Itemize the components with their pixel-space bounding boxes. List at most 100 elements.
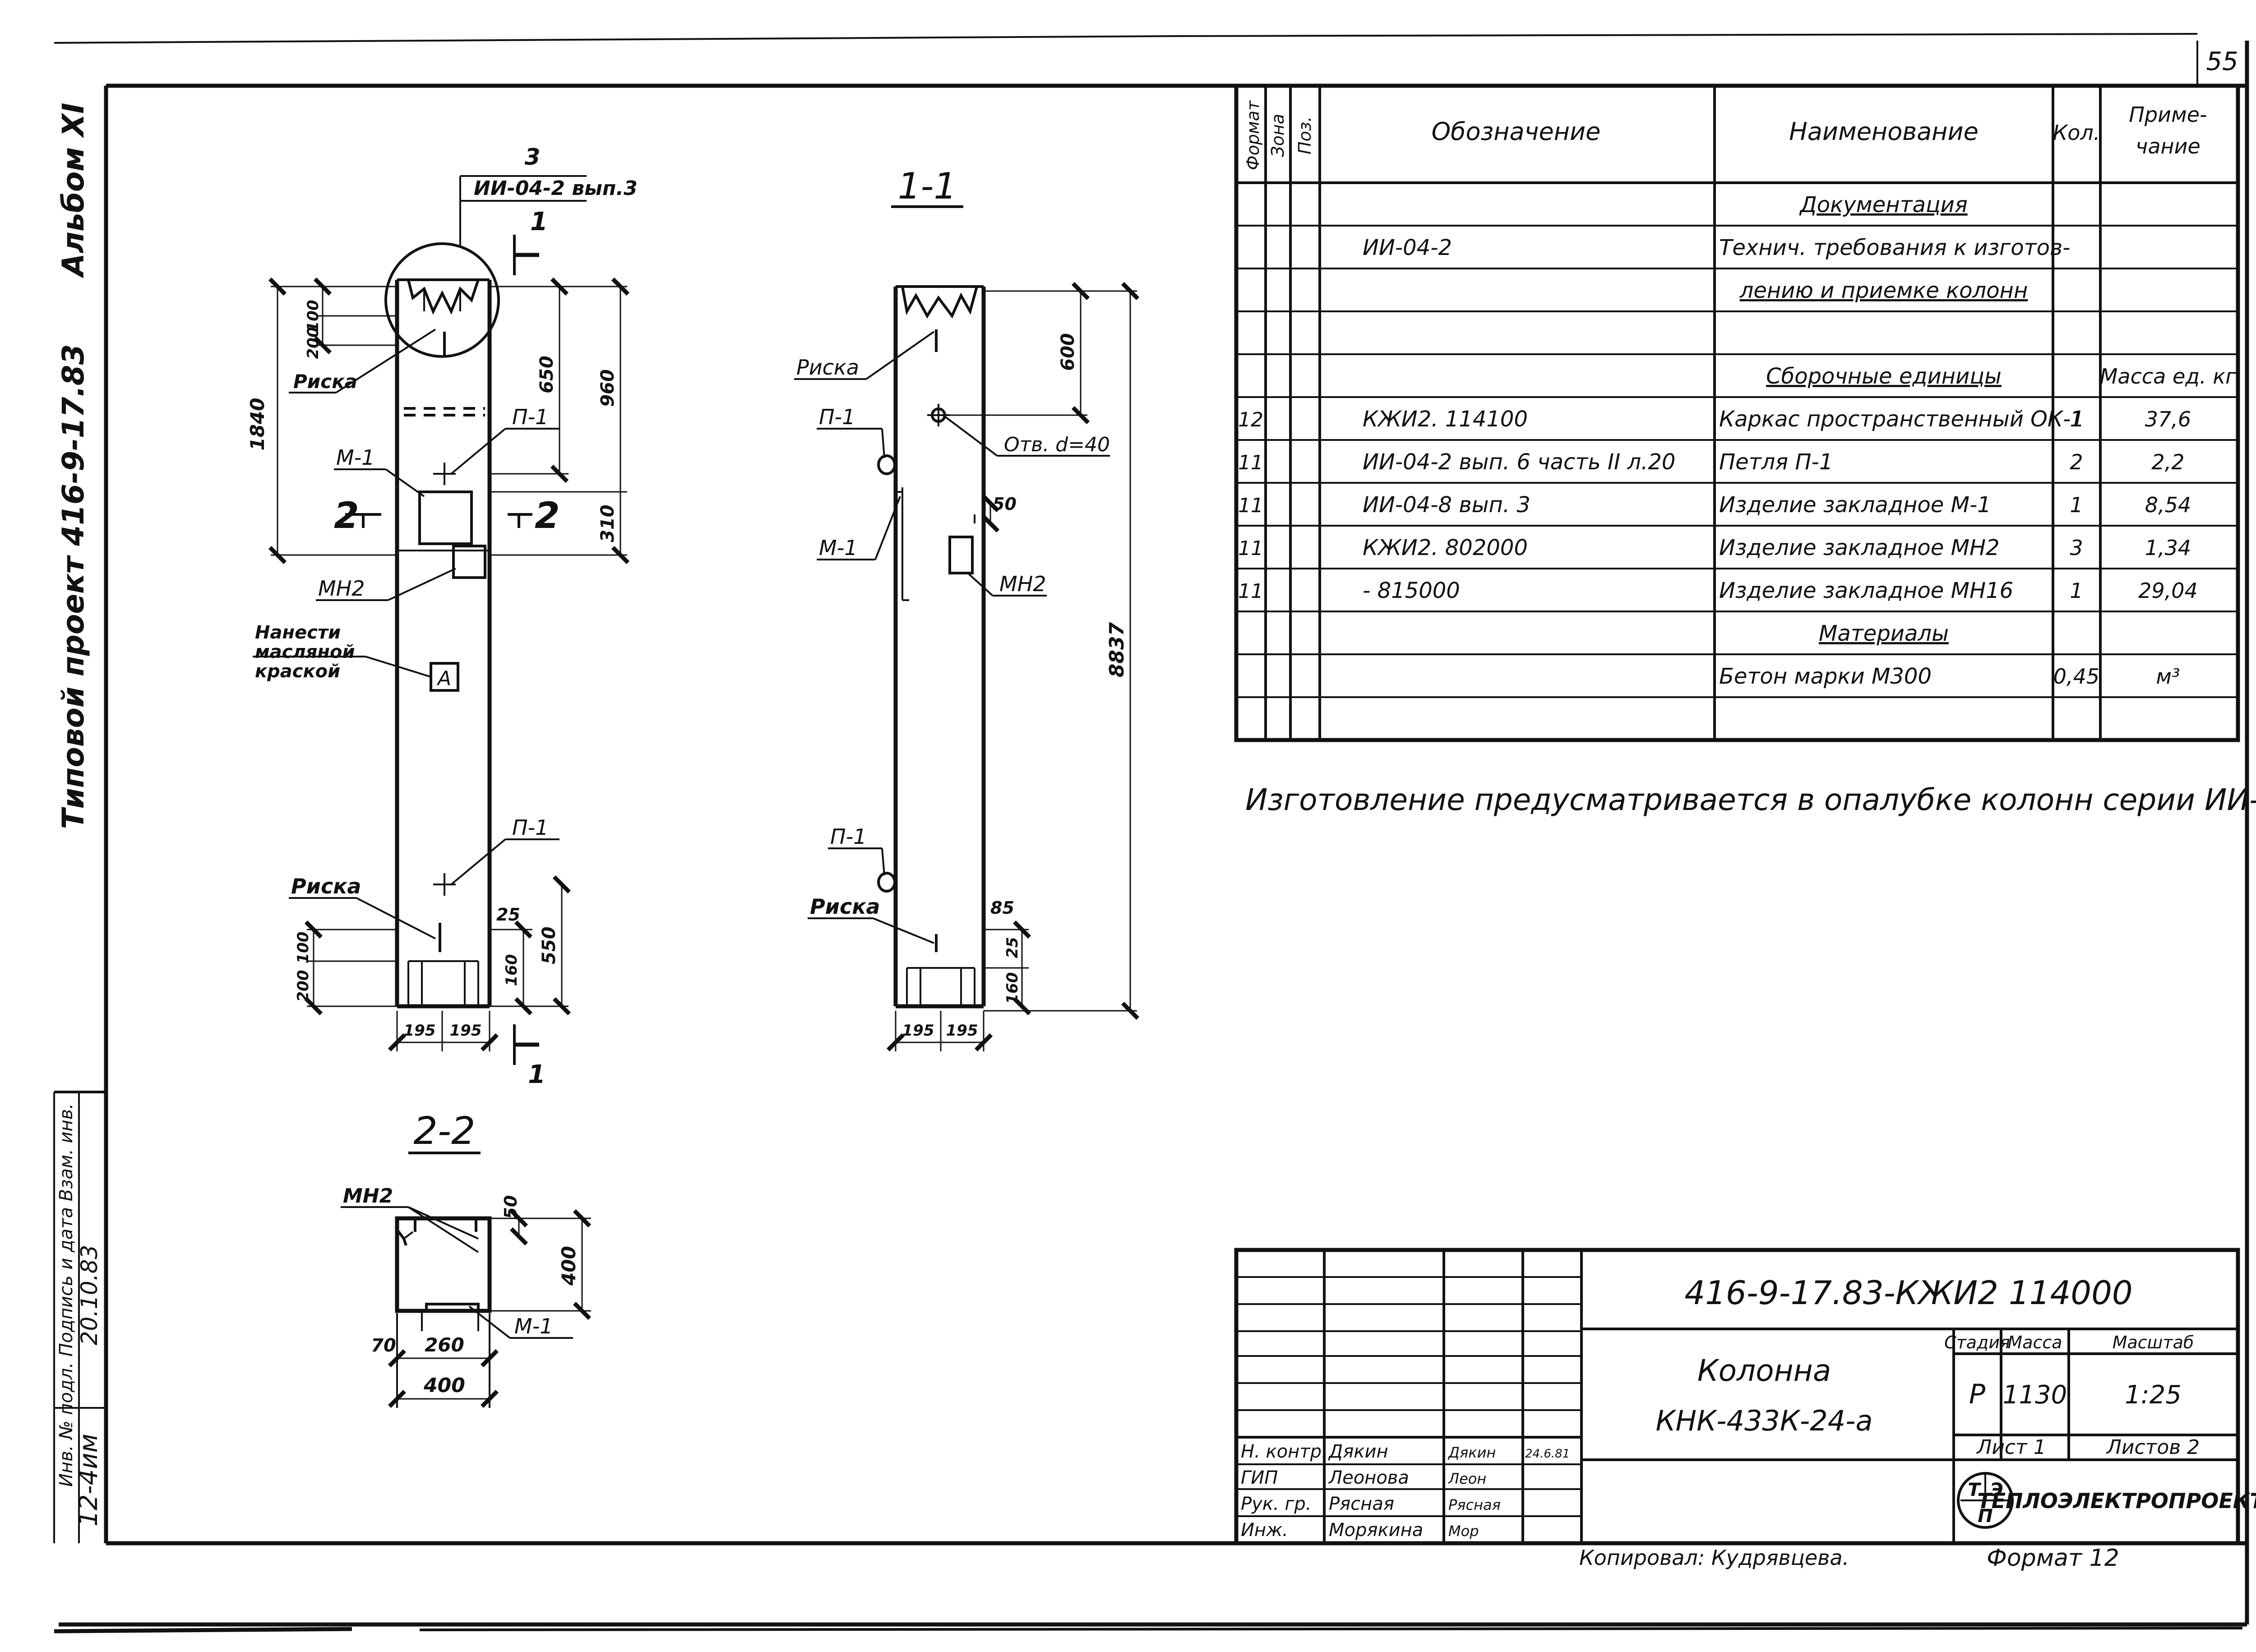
title-block-stage: Р [1969,1379,1986,1410]
sec1-dim-160: 160 [1003,972,1022,1004]
sec1-dim-50: 50 [993,494,1017,514]
title-block-scale-label: Масштаб [2113,1333,2194,1352]
role-signature: Рясная [1448,1496,1501,1513]
spec-cell-designation: КЖИ2. 114100 [1363,407,1528,432]
role-title: ГИП [1241,1467,1278,1488]
cut-mark-1-top: 1 [530,207,548,236]
elev-paint-note-3: краской [255,661,340,682]
spec-cell-designation: ИИ-04-8 вып. 3 [1363,492,1530,518]
organization-logo-icon: Т Э П [1957,1472,2014,1529]
spec-cell-qty: 1 [2070,407,2083,431]
role-date: 24.6.81 [1525,1447,1570,1461]
approval-inv-no: 12-4им [74,1434,103,1527]
elevation-leaders [253,329,559,939]
cut-mark-2-left: 2 [334,495,359,537]
album-label: Альбом XI [56,103,91,279]
elev-label-m1: М-1 [336,445,375,470]
spec-cell-note: м³ [2156,664,2180,689]
cut-mark-2-right: 2 [535,495,560,537]
spec-cell-note: 1,34 [2145,536,2191,560]
section-1-leaders [794,331,1110,944]
role-title: Рук. гр. [1241,1494,1312,1514]
sec1-label-hole: Отв. d=40 [1004,433,1110,456]
spec-cell-name: лению и приемке колонн [1739,278,2028,303]
section-1-dimension-lines [886,282,1140,1052]
section-2-title: 2-2 [413,1109,475,1153]
spec-cell-name: Материалы [1819,621,1949,646]
sec1-label-riska-bottom: Риска [810,894,880,919]
sec1-dim-85: 85 [990,898,1014,918]
spec-cell-format: 11 [1238,451,1263,474]
elev-dim-650: 650 [536,356,557,393]
elev-dim-160: 160 [503,954,521,986]
spec-cell-note: 29,04 [2138,578,2198,603]
elev-dim-200-bottom: 200 [294,970,312,1002]
elevation-dimension-lines [268,277,630,1052]
title-block-sheets: Листов 2 [2106,1436,2200,1459]
sec1-dim-195-left: 195 [902,1022,934,1040]
spec-cell-qty: 1 [2070,578,2083,603]
spec-cell-note: 8,54 [2145,493,2191,517]
elev-dim-200: 200 [304,327,322,359]
title-block-code: 416-9-17.83-КЖИ2 114000 [1684,1274,2132,1312]
mark-a-box [430,662,459,692]
elev-label-riska-bottom: Риска [291,874,361,898]
role-name: Леонова [1328,1467,1409,1488]
spec-header-note-line1: Приме- [2129,102,2207,127]
title-block-mass: 1130 [2003,1380,2067,1410]
spec-cell-name: Технич. требования к изготов- [1719,235,2071,260]
organization-logo-letter-e: Э [1990,1480,2003,1500]
organization-logo-letter-t: Т [1968,1480,1981,1500]
elev-dim-100: 100 [304,300,322,332]
spec-cell-note: 37,6 [2145,407,2191,431]
elev-dim-25: 25 [496,905,520,925]
role-name: Морякина [1329,1520,1423,1541]
spec-cell-qty: 1 [2070,493,2083,517]
spec-cell-note: 2,2 [2151,450,2184,474]
project-label: Типовой проект 416-9-17.83 [56,344,91,829]
approval-date: 20.10.83 [76,1245,102,1346]
elev-dim-550: 550 [539,926,559,964]
elev-label-mn2: МН2 [318,576,365,601]
title-block-stage-label: Стадия [1944,1333,2010,1352]
spec-cell-name: Изделие закладное МН2 [1719,535,2000,560]
spec-header-pos: Поз. [1295,116,1315,154]
spec-header-designation: Обозначение [1432,117,1601,146]
organization-logo-letter-p: П [1978,1506,1992,1527]
spec-table-grid [1234,83,2240,742]
footer-copied-by: Копировал: Кудрявцева. [1579,1546,1849,1570]
elev-paint-note-1: Нанести [255,622,341,643]
role-title: Н. контр. [1241,1441,1327,1462]
spec-cell-note: Масса ед. кг [2100,364,2237,389]
spec-cell-designation: КЖИ2. 802000 [1363,535,1528,560]
cut-mark-1-bottom: 1 [528,1060,546,1089]
spec-cell-name: Бетон марки М300 [1719,664,1932,689]
role-name: Дякин [1328,1441,1388,1462]
spec-cell-name: Сборочные единицы [1766,364,2002,389]
title-block-scale: 1:25 [2125,1380,2182,1410]
role-signature: Дякин [1447,1444,1496,1461]
role-name: Рясная [1329,1494,1394,1514]
sec2-label-m1: М-1 [514,1314,553,1338]
approval-header: Инв. № подл. Подпись и дата Взам. инв. [56,1103,77,1487]
spec-cell-name: Каркас пространственный ОК-1 [1719,407,2085,432]
sec1-dim-195-right: 195 [946,1022,978,1040]
spec-header-qty: Кол. [2053,120,2100,145]
sec1-dim-600: 600 [1058,333,1078,371]
column-section-1 [877,285,986,1009]
bottom-edge-strokes [54,1627,2243,1633]
sec1-label-m1: М-1 [819,536,858,560]
spec-cell-qty: 3 [2070,536,2083,560]
spec-header-note-line2: чание [2136,134,2201,158]
role-signature: Мор [1448,1522,1479,1540]
spec-cell-designation: ИИ-04-2 [1363,235,1452,260]
elev-label-p1-top: П-1 [512,405,548,429]
sec2-label-mn2: МН2 [343,1185,393,1208]
section-2-dimension-lines [388,1209,592,1408]
title-block-sheet: Лист 1 [1976,1436,2046,1459]
manufacturing-note: Изготовление предусматривается в опалубк… [1245,782,2256,817]
title-block-mass-label: Масса [2007,1333,2062,1352]
sec2-dim-400-horizontal: 400 [423,1374,465,1397]
